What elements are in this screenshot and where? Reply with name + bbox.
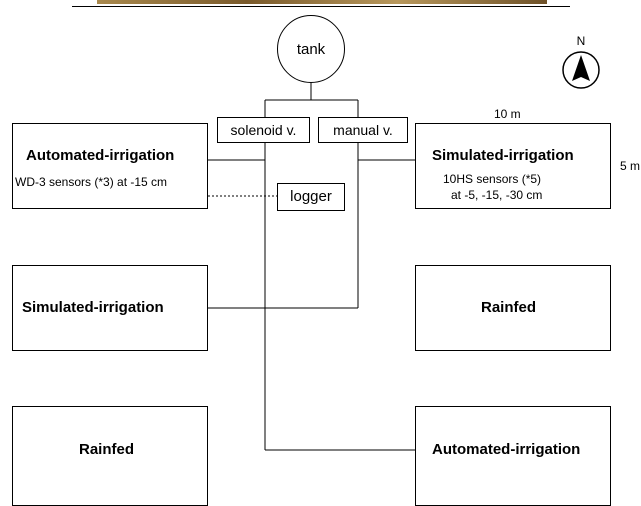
compass-label: N (577, 35, 586, 48)
solenoid-valve: solenoid v. (217, 117, 310, 143)
plot-bot-left (12, 406, 208, 506)
height-dimension: 5 m (620, 159, 641, 173)
plot-top-left-note: WD-3 sensors (*3) at -15 cm (15, 175, 168, 189)
logger-box: logger (277, 183, 345, 211)
manual-valve: manual v. (318, 117, 408, 143)
plot-top-right-note2: at -5, -15, -30 cm (451, 188, 543, 202)
plot-bot-right-title: Automated-irrigation (432, 441, 581, 458)
plot-bot-right (415, 406, 611, 506)
plot-top-right-title: Simulated-irrigation (432, 147, 574, 164)
plot-mid-left-title: Simulated-irrigation (22, 299, 164, 316)
plot-top-right-note1: 10HS sensors (*5) (443, 172, 542, 186)
tank-label: tank (296, 40, 326, 58)
header-image-strip (97, 0, 547, 4)
plot-mid-right (415, 265, 611, 351)
north-arrow-icon: N (562, 35, 600, 89)
tank: tank (277, 15, 345, 83)
plot-bot-left-title: Rainfed (79, 441, 135, 458)
pipe-network (208, 83, 415, 451)
plot-top-left (12, 123, 208, 209)
plot-top-right (415, 123, 611, 209)
top-rule (72, 6, 570, 7)
width-dimension: 10 m (494, 107, 521, 121)
plot-mid-left (12, 265, 208, 351)
plot-top-left-title: Automated-irrigation (26, 147, 175, 164)
plot-mid-right-title: Rainfed (481, 299, 537, 316)
